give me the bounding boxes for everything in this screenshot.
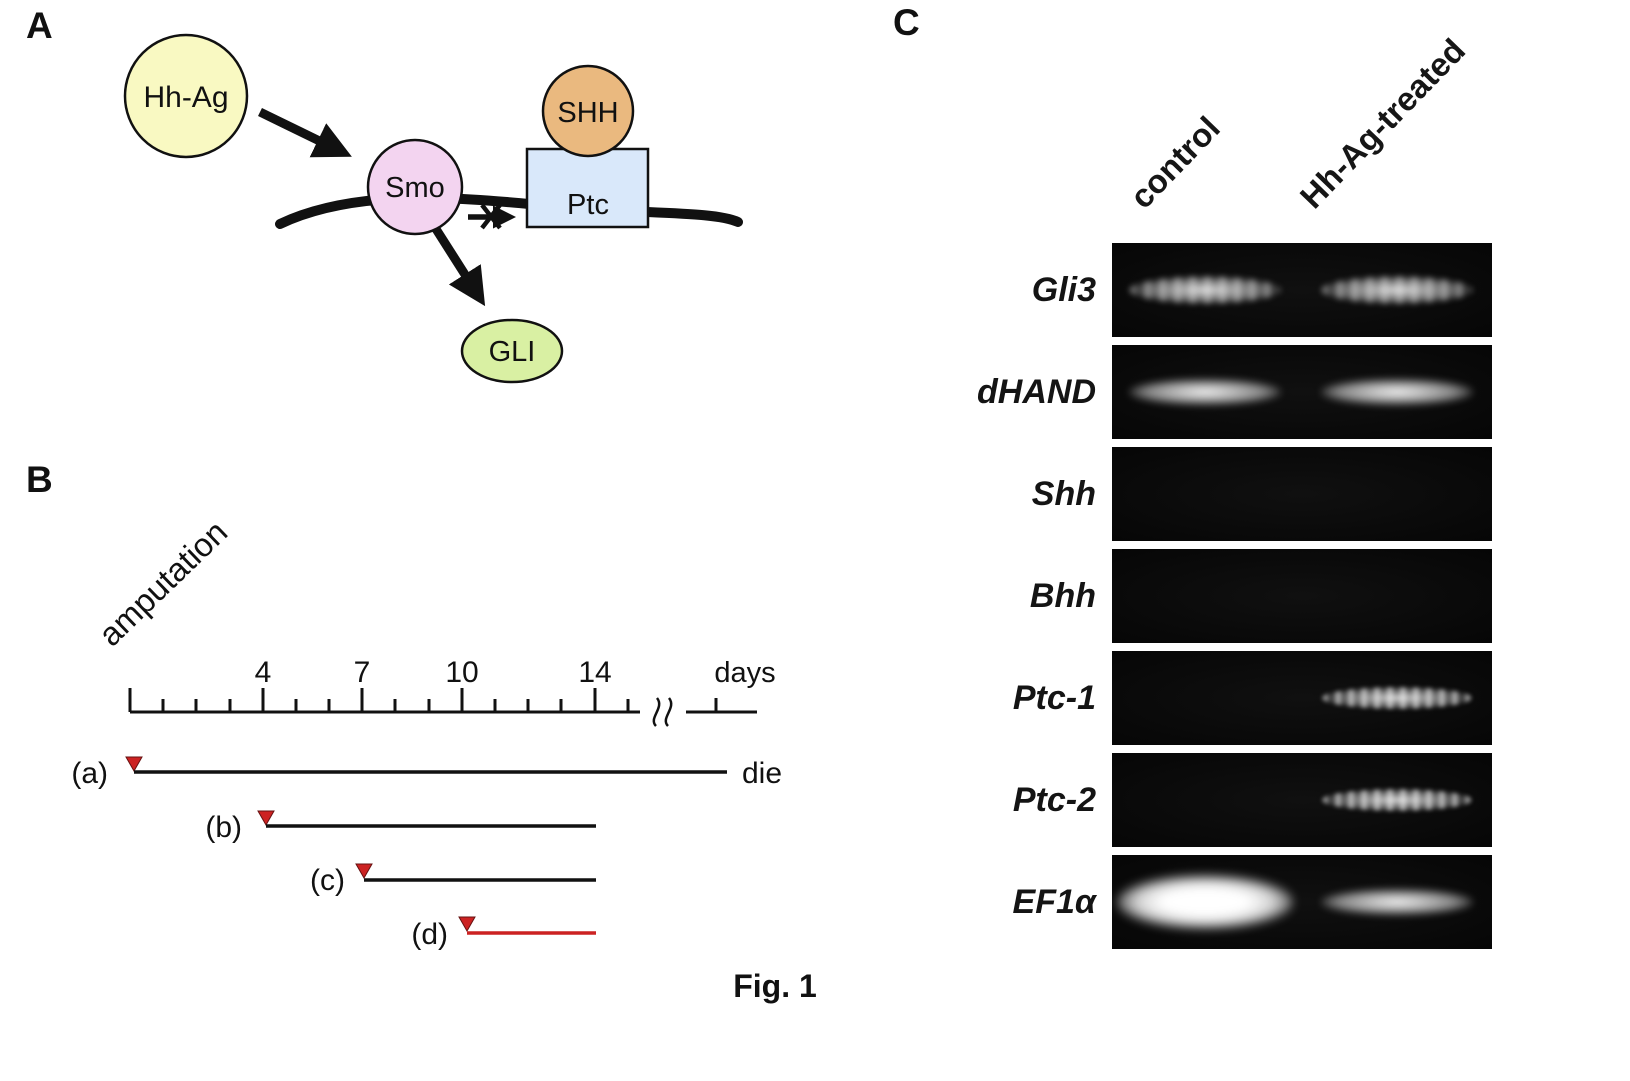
gel-image <box>1112 345 1492 439</box>
gel-band-treated <box>1322 687 1472 709</box>
gel-image <box>1112 753 1492 847</box>
ptc-label: Ptc <box>567 189 609 221</box>
amputation-label: amputation <box>91 513 234 653</box>
gel-row: dHAND <box>920 345 1500 439</box>
timeline-a-label: (a) <box>71 757 108 790</box>
gel-row: EF1α <box>920 855 1500 949</box>
die-label: die <box>742 757 782 790</box>
hh-ag-to-smo-arrow <box>258 107 352 158</box>
gel-row: Bhh <box>920 549 1500 643</box>
lane-label-control: control <box>1122 109 1227 216</box>
gel-image <box>1112 549 1492 643</box>
amputation-marker-b <box>257 810 275 827</box>
timeline-ticks <box>128 688 718 712</box>
smo-label: Smo <box>385 172 445 204</box>
gel-row: Gli3 <box>920 243 1500 337</box>
amputation-marker-c <box>355 863 373 880</box>
axis-break-icon <box>664 697 673 727</box>
tick-label-4: 4 <box>255 656 272 689</box>
block-x-stroke-2 <box>480 203 502 230</box>
timeline-c-label: (c) <box>310 864 345 897</box>
gel-row: Ptc-1 <box>920 651 1500 745</box>
gel-image <box>1112 243 1492 337</box>
gene-label: Bhh <box>1029 576 1096 615</box>
smo-to-gli-arrow <box>432 226 486 307</box>
gel-band-treated <box>1321 889 1473 915</box>
tick-label-7: 7 <box>354 656 371 689</box>
panel-a-label: A <box>26 5 53 46</box>
tick-label-10: 10 <box>445 656 478 689</box>
pathway-and-timeline-figure: A Hh-Ag Ptc SHH Smo GLI B amputation 4 7… <box>26 5 817 1004</box>
gel-band-control <box>1129 379 1281 405</box>
gel-band-treated <box>1322 789 1472 811</box>
amputation-marker-a <box>125 756 143 773</box>
gene-label: EF1α <box>1012 882 1096 921</box>
gli-node <box>460 318 564 384</box>
ptc-node <box>525 147 650 229</box>
gel-image <box>1112 447 1492 541</box>
hh-ag-label: Hh-Ag <box>143 81 228 114</box>
amputation-marker-d <box>458 916 476 933</box>
tick-label-14: 14 <box>578 656 611 689</box>
lane-label-treated: Hh-Ag-treated <box>1292 31 1473 216</box>
gel-row: Shh <box>920 447 1500 541</box>
figure-caption: Fig. 1 <box>733 968 817 1004</box>
axis-break-icon <box>652 697 661 727</box>
smo-node <box>366 138 464 236</box>
gel-band-control <box>1129 276 1281 304</box>
gel-band-treated <box>1321 276 1473 304</box>
gene-label: Shh <box>1031 474 1096 513</box>
timeline-d-label: (d) <box>411 918 448 951</box>
timeline-b-label: (b) <box>205 811 242 844</box>
hh-ag-node <box>123 33 249 159</box>
panel-b-label: B <box>26 459 53 500</box>
axis-unit-label: days <box>714 657 775 689</box>
gel-band-control <box>1117 875 1293 929</box>
gel-band-treated <box>1321 379 1473 405</box>
gel-row: Ptc-2 <box>920 753 1500 847</box>
gli-label: GLI <box>489 336 536 368</box>
shh-label: SHH <box>557 97 618 129</box>
panel-c-label: C <box>893 2 920 43</box>
gene-label: Gli3 <box>1031 270 1096 309</box>
gene-label: dHAND <box>977 372 1096 411</box>
gel-image <box>1112 651 1492 745</box>
membrane-line <box>275 193 743 229</box>
gene-label: Ptc-1 <box>1012 678 1096 717</box>
gene-label: Ptc-2 <box>1012 780 1096 819</box>
shh-node <box>541 64 635 158</box>
gel-image <box>1112 855 1492 949</box>
